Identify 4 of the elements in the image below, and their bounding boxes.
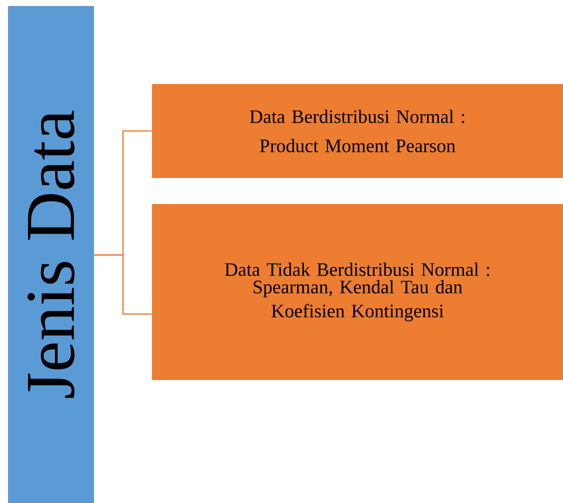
connector-line — [94, 254, 152, 315]
category-band: Jenis Data — [8, 6, 94, 503]
text-box: Data Berdistribusi Normal : Product Moment Pearson — [152, 84, 563, 178]
text-box: Data Tidak Berdistribusi Normal : Spearman, Kendal Tau dan Koefisien Kontingensi — [152, 204, 563, 380]
